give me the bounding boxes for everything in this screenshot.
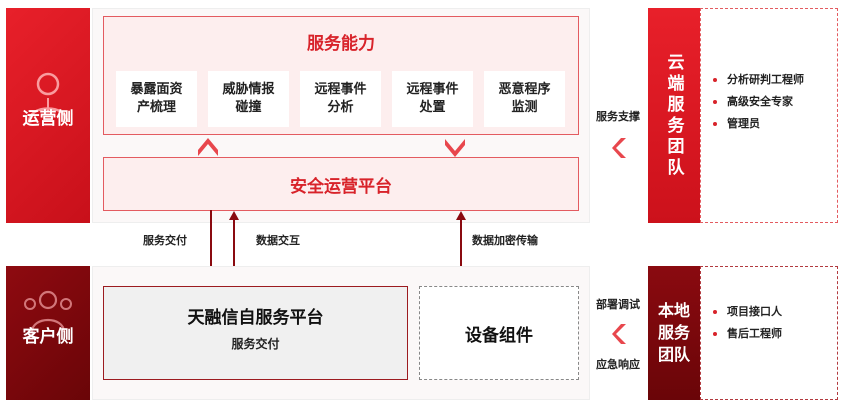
ops-side-label: 运营侧 (22, 109, 74, 129)
self-service-platform-title: 天融信自服务平台 (187, 308, 324, 328)
cloud-team-member: 高级安全专家 (709, 91, 804, 113)
local-team-title-line: 服务 (657, 323, 690, 342)
ops-side-block: 运营侧 (6, 8, 90, 223)
capability-item: 威胁情报 碰撞 (208, 71, 289, 127)
cloud-team-members-box: 分析研判工程师 高级安全专家 管理员 (700, 8, 838, 223)
chevron-left-icon (612, 324, 626, 344)
client-side-block: 客户侧 (6, 266, 90, 400)
self-service-platform-box: 天融信自服务平台 服务交付 (103, 286, 408, 380)
local-team-member: 售后工程师 (709, 323, 782, 345)
client-side-label: 客户侧 (22, 327, 74, 347)
cloud-team-block: 云端服务团队 (648, 8, 700, 223)
local-team-members-box: 项目接口人 售后工程师 (700, 266, 838, 400)
cloud-team-member: 管理员 (709, 113, 804, 135)
chevron-up-icon (198, 138, 218, 156)
capability-item: 远程事件 处置 (392, 71, 473, 127)
local-team-member: 项目接口人 (709, 301, 782, 323)
data-interaction-label: 数据交互 (256, 234, 300, 247)
client-group-icon (24, 290, 72, 333)
local-team-title-line: 本地 (657, 301, 690, 320)
capability-item: 恶意程序 监测 (484, 71, 565, 127)
data-encrypted-label: 数据加密传输 (472, 234, 538, 247)
service-capability-title: 服务能力 (307, 34, 375, 54)
capability-item: 远程事件 分析 (300, 71, 381, 127)
local-team-block: 本地 服务 团队 (648, 266, 700, 400)
local-team-title-line: 团队 (657, 345, 690, 364)
deploy-debug-label: 部署调试 (596, 298, 640, 311)
chevron-down-icon (445, 139, 465, 157)
chevron-left-icon (612, 138, 626, 158)
self-service-platform-subtitle: 服务交付 (231, 337, 280, 351)
service-support-label: 服务支撑 (596, 110, 640, 123)
cloud-team-member: 分析研判工程师 (709, 69, 804, 91)
emergency-response-label: 应急响应 (596, 358, 640, 371)
capability-item: 暴露面资 产梳理 (116, 71, 197, 127)
service-delivery-label: 服务交付 (143, 234, 187, 247)
device-component-box: 设备组件 (419, 286, 579, 380)
ops-person-icon (27, 72, 69, 123)
security-ops-platform: 安全运营平台 (103, 157, 579, 211)
